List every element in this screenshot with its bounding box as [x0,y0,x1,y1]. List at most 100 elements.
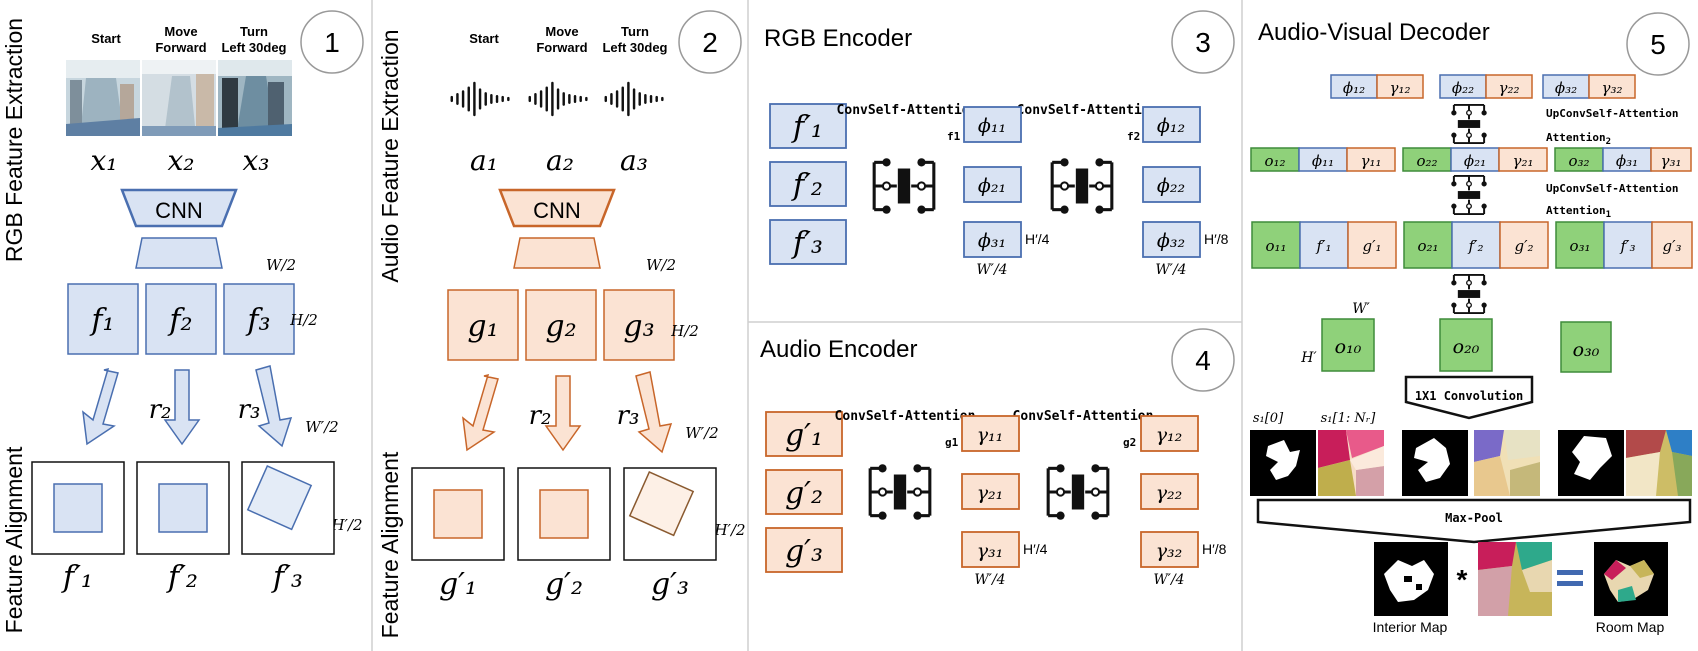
encoded-feature [963,106,1022,143]
cell-label: γ₁₂ [1390,79,1411,97]
dim-label: W′/4 [974,572,1005,588]
encoded-feature [963,221,1022,258]
dim-label: H′/4 [1023,541,1048,557]
equals-symbol-text: = [1570,610,1571,612]
dim-label: H′/8 [1204,231,1229,247]
encoded-feature [963,166,1022,203]
room-score-map [1626,430,1692,496]
arrow [255,365,293,448]
action-label-line: Forward [155,40,206,55]
up-attention-label: UpConvSelf-Attention [1546,107,1678,120]
feature-map [145,283,217,355]
panel-number-circle [1626,12,1690,76]
action-label-line: Left 30deg [602,40,667,55]
aligned-feature [246,464,313,531]
dim-label: W′/2 [685,424,718,442]
cell-label: ϕ₂₁ [1464,152,1486,170]
feature-map [525,289,597,361]
action-label-line: Move [164,24,197,39]
cell-label: f′₃ [1620,237,1636,255]
cell-label: γ₁₁ [1361,152,1382,170]
rotation-label: r₂ [149,395,172,425]
encoded-label: ϕ₂₂ [1157,175,1185,197]
cell-label: g′₂ [1514,237,1533,255]
interior-score-map [1402,430,1468,496]
room-map [1478,542,1552,616]
encoded-label: γ₃₁ [977,540,1004,562]
output-cell [1251,221,1301,269]
score-label: s₁[1: Nᵣ] [1321,411,1377,426]
panel-number: 1 [324,27,340,58]
dim-label: W/2 [646,256,676,274]
input-label: x₃ [242,144,269,177]
input-label: g′₃ [785,534,823,569]
encoded-feature [1142,166,1201,203]
dim-label: W′/4 [976,262,1007,278]
panel-audio-feature-extraction: Audio Feature Extraction Feature Alignme… [377,10,746,638]
action-label: Start [91,31,121,46]
audio-cell [1347,221,1397,269]
decoder-triple: o₁₂ ϕ₁₁ γ₁₁ [1250,147,1396,172]
panel-number-circle [678,10,742,74]
rgb-cell [1603,221,1653,269]
side-label-bottom: Feature Alignment [1,446,27,633]
input-label: g′₁ [785,418,823,453]
audio-cell [1485,74,1533,99]
panel-number: 5 [1650,29,1666,60]
panel-title: RGB Encoder [764,25,912,52]
cell-label: f′₂ [1468,237,1484,255]
interior-score-map [1250,430,1316,496]
aligned-feature [539,489,589,539]
output-cell [1403,221,1453,269]
encoded-label: ϕ₁₂ [1157,115,1185,137]
aligned-feature [433,489,483,539]
arrow [462,373,499,452]
input-feature [765,527,843,573]
input-label: x₁ [90,144,117,177]
action-label-line: Turn [240,24,268,39]
feature-label: f₁ [89,303,114,338]
decoder-triple: o₃₂ ϕ₃₁ γ₃₁ [1554,147,1692,172]
decoder-input-pair: ϕ₁₂ γ₁₂ [1330,74,1424,99]
arrow [544,375,582,452]
input-feature [769,219,847,265]
encoded-feature [961,531,1020,568]
decoder-triple: o₂₁ f′₂ g′₂ [1403,221,1549,269]
panel-number-circle [1171,10,1235,74]
action-label-line: Move [545,24,578,39]
room-map-label: Room Map [1596,619,1665,635]
up-attention-icon [1451,275,1486,313]
dim-label: H′/2 [713,521,745,539]
cell-label: o₃₁ [1569,237,1590,255]
aligned-label: f′₃ [271,560,303,595]
output-map [1321,318,1375,372]
panel-rgb-encoder: RGB Encoder 3 f′₁ f′₂ f′₃ ConvSelf-Atten… [764,10,1235,278]
input-label: f′₂ [791,168,823,203]
input-feature [769,161,847,207]
corridor-image [142,60,216,136]
encoded-feature [961,415,1020,452]
cnn-block [135,237,223,269]
audio-cell [1376,74,1424,99]
attention-label: ConvSelf-Attention [1013,409,1154,424]
feature-map [67,283,139,355]
cell-label: o₂₁ [1417,237,1438,255]
dim-label: H′ [1300,350,1317,366]
feature-label: g₃ [623,309,654,344]
dim-label: W/2 [266,256,296,274]
interior-map-label: Interior Map [1373,619,1448,635]
feature-label: g₁ [467,309,498,344]
up-attention-icon [1451,176,1486,214]
cnn-block [513,237,601,269]
rotation-label: r₃ [238,395,261,425]
dim-label: H/2 [670,322,699,340]
side-label-top: Audio Feature Extraction [377,29,403,282]
cell-label: ϕ₃₁ [1616,152,1638,170]
audio-cell [1650,147,1692,172]
feature-label: f₂ [167,303,192,338]
feature-label: f₃ [245,303,270,338]
cnn-block [498,188,616,228]
cell-label: ϕ₃₂ [1555,79,1577,97]
